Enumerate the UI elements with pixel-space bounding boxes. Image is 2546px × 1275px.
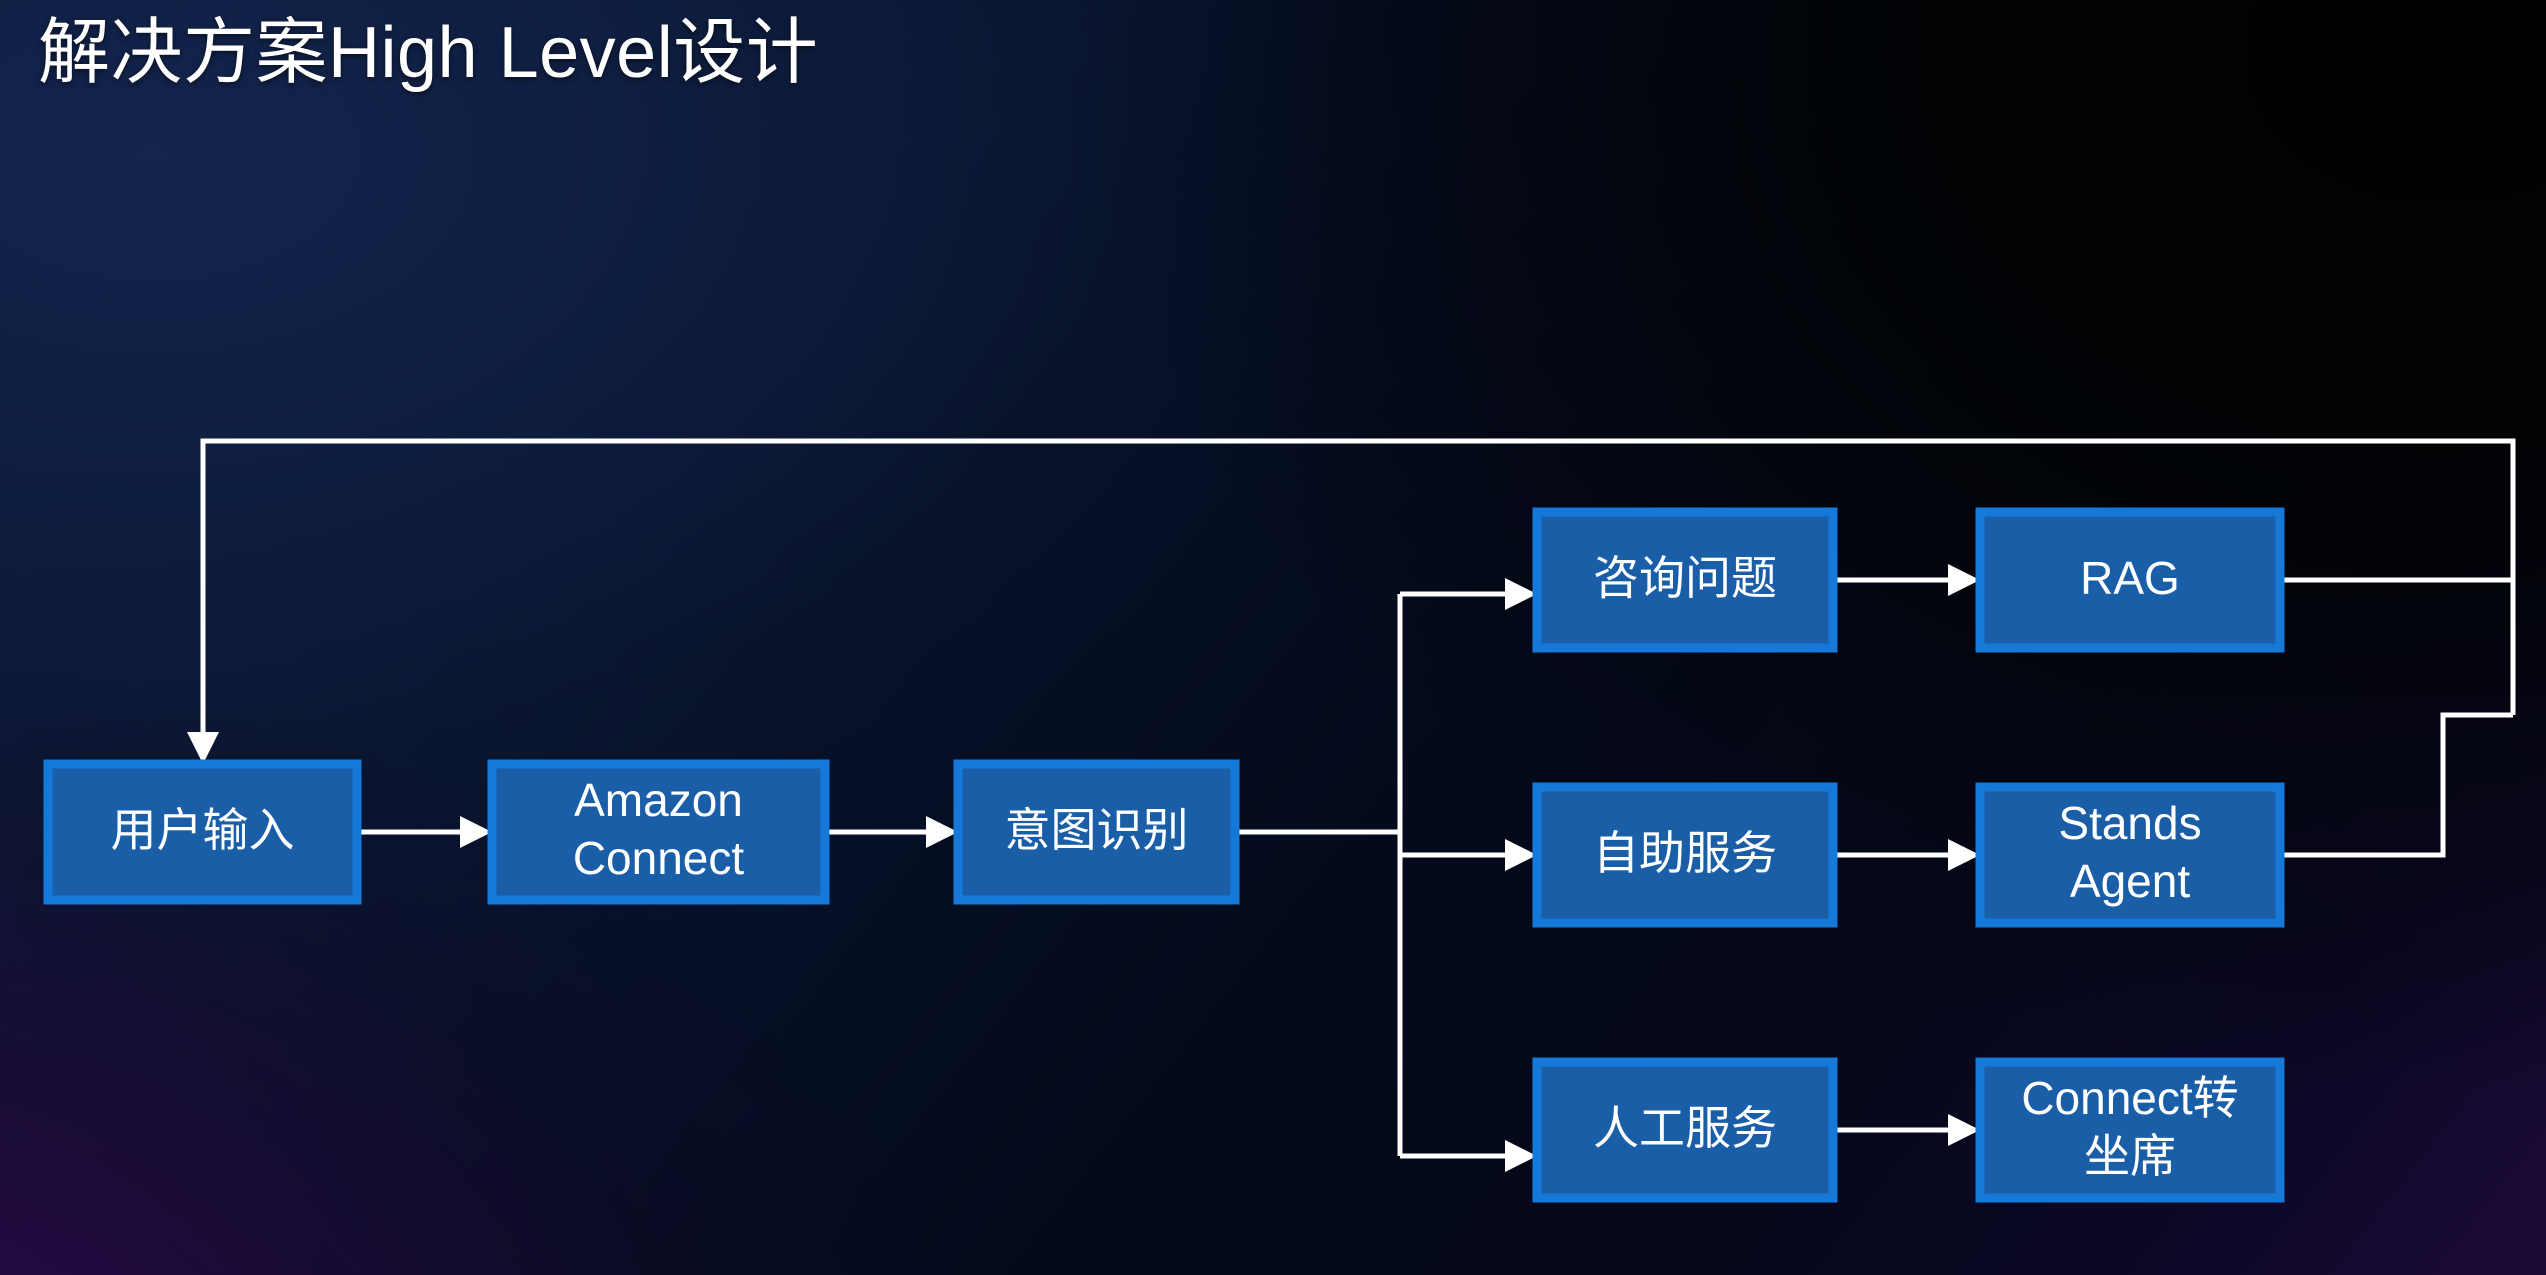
edge-user-input-to-amazon-connect (357, 816, 492, 848)
edge-fork-to-consult-issue (1400, 578, 1537, 610)
node-stands-agent[interactable]: Stands Agent (1975, 782, 2285, 928)
edge-fork-to-human-service (1400, 1140, 1537, 1172)
edge-human-service-to-connect-agent (1833, 1114, 1980, 1146)
edge-consult-issue-to-rag (1833, 564, 1980, 596)
node-user-input[interactable]: 用户输入 (43, 759, 362, 905)
node-user-input-label: 用户输入 (111, 804, 295, 856)
node-rag-label: RAG (2080, 552, 2180, 604)
edge-fork-to-self-service (1400, 839, 1537, 871)
edge-self-service-to-stands-agent (1833, 839, 1980, 871)
node-intent-recognition[interactable]: 意图识别 (953, 759, 1240, 905)
node-connect-to-agent-label-line1: Connect转 (2021, 1072, 2238, 1124)
edge-rag-feedback-to-user-input (187, 438, 2516, 764)
edge-amazon-connect-to-intent (825, 816, 958, 848)
edge-intent-fork-spine (1235, 594, 1403, 1156)
edge-stands-agent-return (2280, 712, 2513, 858)
node-human-service-label: 人工服务 (1593, 1102, 1777, 1154)
node-layer: 用户输入 Amazon Connect 意图识别 咨询问题 自助服务 (43, 507, 2285, 1203)
node-connect-to-agent[interactable]: Connect转 坐席 (1975, 1057, 2285, 1203)
node-stands-agent-label-line1: Stands (2058, 797, 2201, 849)
node-intent-recognition-label: 意图识别 (1005, 804, 1189, 856)
node-amazon-connect-label-line2: Connect (573, 832, 745, 884)
node-amazon-connect[interactable]: Amazon Connect (487, 759, 830, 905)
node-stands-agent-label-line2: Agent (2070, 855, 2190, 907)
page-title: 解决方案High Level设计 (38, 13, 819, 93)
node-rag[interactable]: RAG (1975, 507, 2285, 653)
node-connect-to-agent-label-line2: 坐席 (2084, 1130, 2176, 1182)
node-consult-issue-label: 咨询问题 (1593, 552, 1777, 604)
node-consult-issue[interactable]: 咨询问题 (1532, 507, 1838, 653)
node-amazon-connect-label-line1: Amazon (574, 774, 743, 826)
node-self-service-label: 自助服务 (1593, 827, 1777, 879)
node-human-service[interactable]: 人工服务 (1532, 1057, 1838, 1203)
node-self-service[interactable]: 自助服务 (1532, 782, 1838, 928)
connector-layer (187, 438, 2516, 1172)
